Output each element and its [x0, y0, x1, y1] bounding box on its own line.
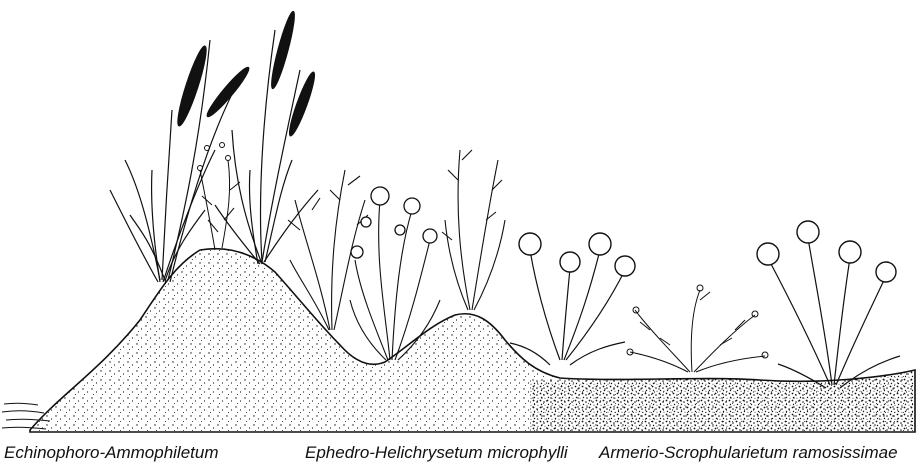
- ammophila-spikes-1: [173, 44, 252, 128]
- ephedra-shrub-2: [442, 150, 505, 310]
- armeria-flower-heads-2: [757, 221, 896, 282]
- caption-echinophoro-ammophiletum: Echinophoro-Ammophiletum: [4, 443, 219, 463]
- helichrysum-flower-heads: [351, 187, 437, 258]
- armeria-clump-2: [770, 238, 900, 388]
- scrophularia-shrub: [627, 285, 768, 372]
- caption-ephedro-helichrysetum: Ephedro-Helichrysetum microphylli: [305, 443, 568, 463]
- echinophora-sprigs: [198, 143, 241, 251]
- ammophila-spikes-2: [268, 10, 319, 138]
- armeria-flower-heads-1: [519, 233, 635, 276]
- caption-armerio-scrophularietum: Armerio-Scrophularietum ramosissimae: [599, 443, 898, 463]
- ammophila-grass-clump-1: [110, 40, 245, 283]
